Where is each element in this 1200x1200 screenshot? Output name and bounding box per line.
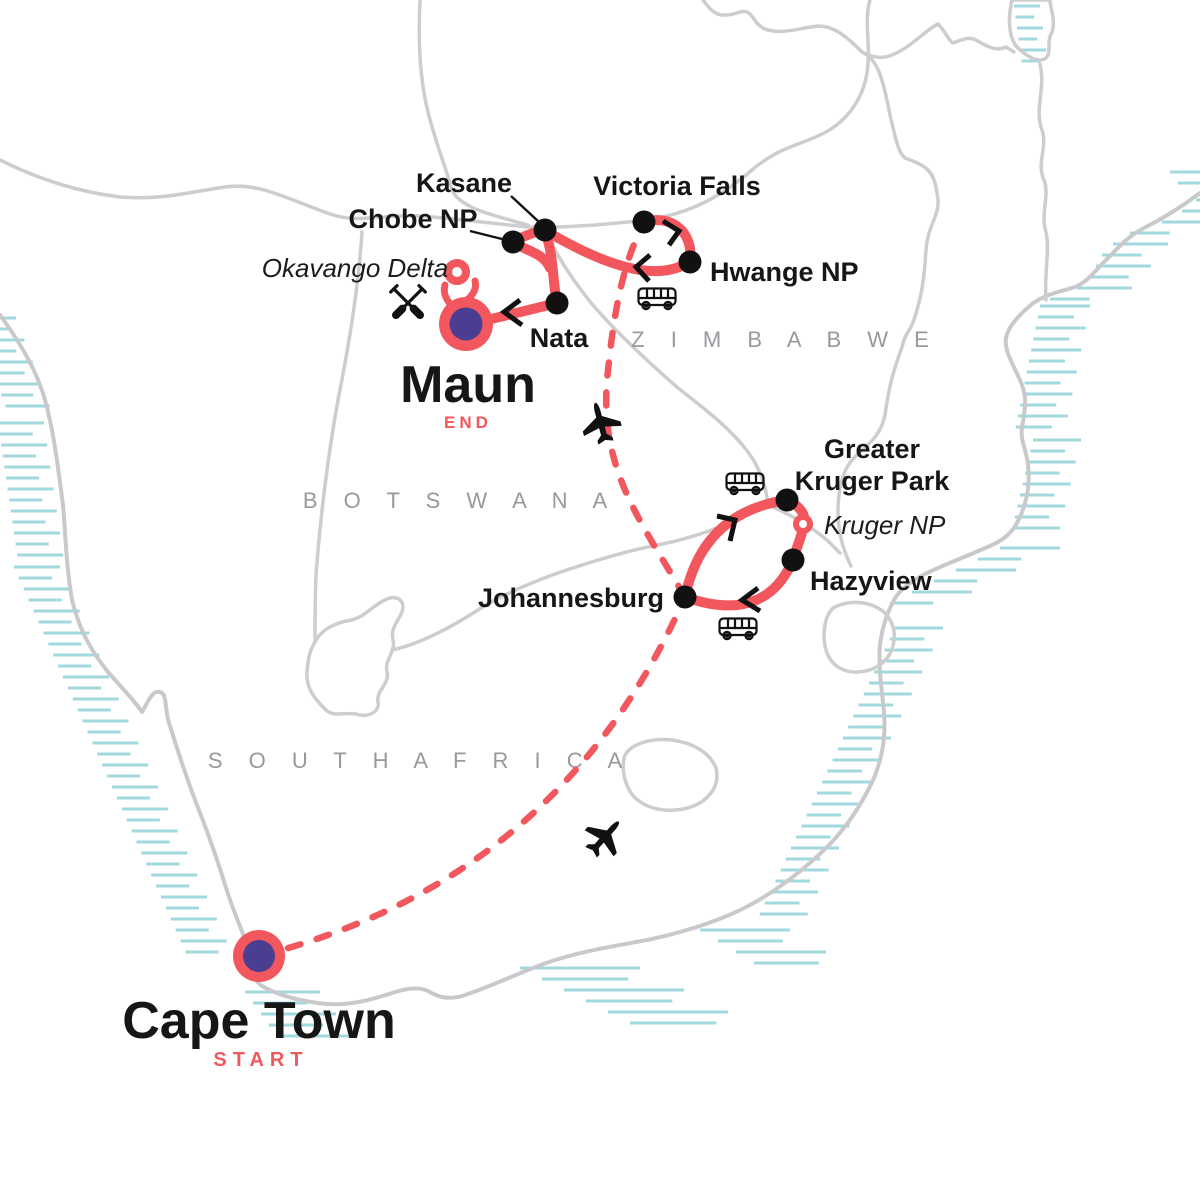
label-chobe: Chobe NP <box>348 204 477 234</box>
badge-end: END <box>444 413 492 432</box>
loop-icon <box>444 259 470 285</box>
stop-dots <box>501 210 805 609</box>
coastline <box>0 191 1200 1007</box>
flight-cape-town-johannesburg <box>255 593 689 960</box>
arrow-to-maun <box>499 298 524 328</box>
arrow-to-greater-kruger <box>716 513 739 542</box>
border-zambia-mozambique <box>860 22 1016 60</box>
arrow-to-hwange <box>661 218 683 247</box>
plane-icon <box>582 402 622 445</box>
leader-chobe <box>469 229 503 241</box>
border-zambia-north <box>701 0 864 54</box>
border-zambezi <box>526 0 872 229</box>
flight-legs <box>255 220 689 960</box>
bus-icon <box>725 472 765 496</box>
label-hwange: Hwange NP <box>710 257 859 287</box>
arrow-to-johannesburg <box>737 586 762 614</box>
plane-icon <box>584 821 620 858</box>
paddles-icon <box>389 284 427 320</box>
marker-maun <box>439 297 493 351</box>
dot-victoria-falls <box>632 210 656 234</box>
label-hazyview: Hazyview <box>810 566 933 596</box>
border-botswana-south <box>390 503 770 652</box>
arrow-to-kasane <box>632 253 652 283</box>
dot-chobe <box>501 230 525 254</box>
dot-hazyview <box>781 548 805 572</box>
country-borders <box>0 0 1056 812</box>
dot-johannesburg <box>673 585 697 609</box>
label-greater-kruger-line2: Kruger Park <box>795 466 951 496</box>
loop-segment <box>440 281 455 309</box>
border-zimbabwe-east <box>836 50 940 568</box>
leader-kasane <box>510 195 540 223</box>
dot-greater-kruger <box>775 488 799 512</box>
border-zambia-west <box>417 0 530 227</box>
border-eswatini <box>822 600 896 674</box>
border-lesotho <box>621 737 719 812</box>
label-victoria-falls: Victoria Falls <box>593 171 761 201</box>
dot-kasane <box>533 218 557 242</box>
badge-start: START <box>213 1049 308 1071</box>
marker-cape-town <box>233 930 285 982</box>
border-zimbabwe-southwest <box>543 229 770 507</box>
border-botswana-west <box>313 230 364 644</box>
lake-malawi <box>1007 0 1056 62</box>
dot-nata <box>545 291 569 315</box>
border-malawi-south <box>1037 62 1050 302</box>
bus-icon <box>637 287 677 311</box>
ring-kruger-np <box>793 514 813 534</box>
direction-arrows <box>499 218 762 614</box>
label-kasane: Kasane <box>416 168 512 198</box>
country-label-south-africa: S O U T H A F R I C A <box>208 748 632 773</box>
label-okavango: Okavango Delta <box>262 253 448 283</box>
border-junction-knot <box>305 595 405 717</box>
country-label-botswana: B O T S W A N A <box>303 488 617 513</box>
dot-hwange <box>678 250 702 274</box>
border-caprivi <box>0 158 530 229</box>
route-hwange-kasane <box>541 226 694 276</box>
flight-johannesburg-victoria-falls <box>602 220 689 601</box>
route-johannesburg-greater-kruger <box>680 495 792 602</box>
label-maun: Maun <box>400 356 536 414</box>
route-hazyview-johannesburg <box>680 555 798 611</box>
label-cape-town: Cape Town <box>122 992 395 1050</box>
label-greater-kruger-line1: Greater <box>824 434 921 464</box>
label-kruger-np: Kruger NP <box>824 510 946 540</box>
label-johannesburg: Johannesburg <box>478 583 664 613</box>
label-nata: Nata <box>530 323 590 353</box>
bus-icon <box>718 617 758 641</box>
country-label-zimbabwe: Z I M B A B W E <box>631 327 939 352</box>
coast-hatching <box>0 4 1200 1038</box>
